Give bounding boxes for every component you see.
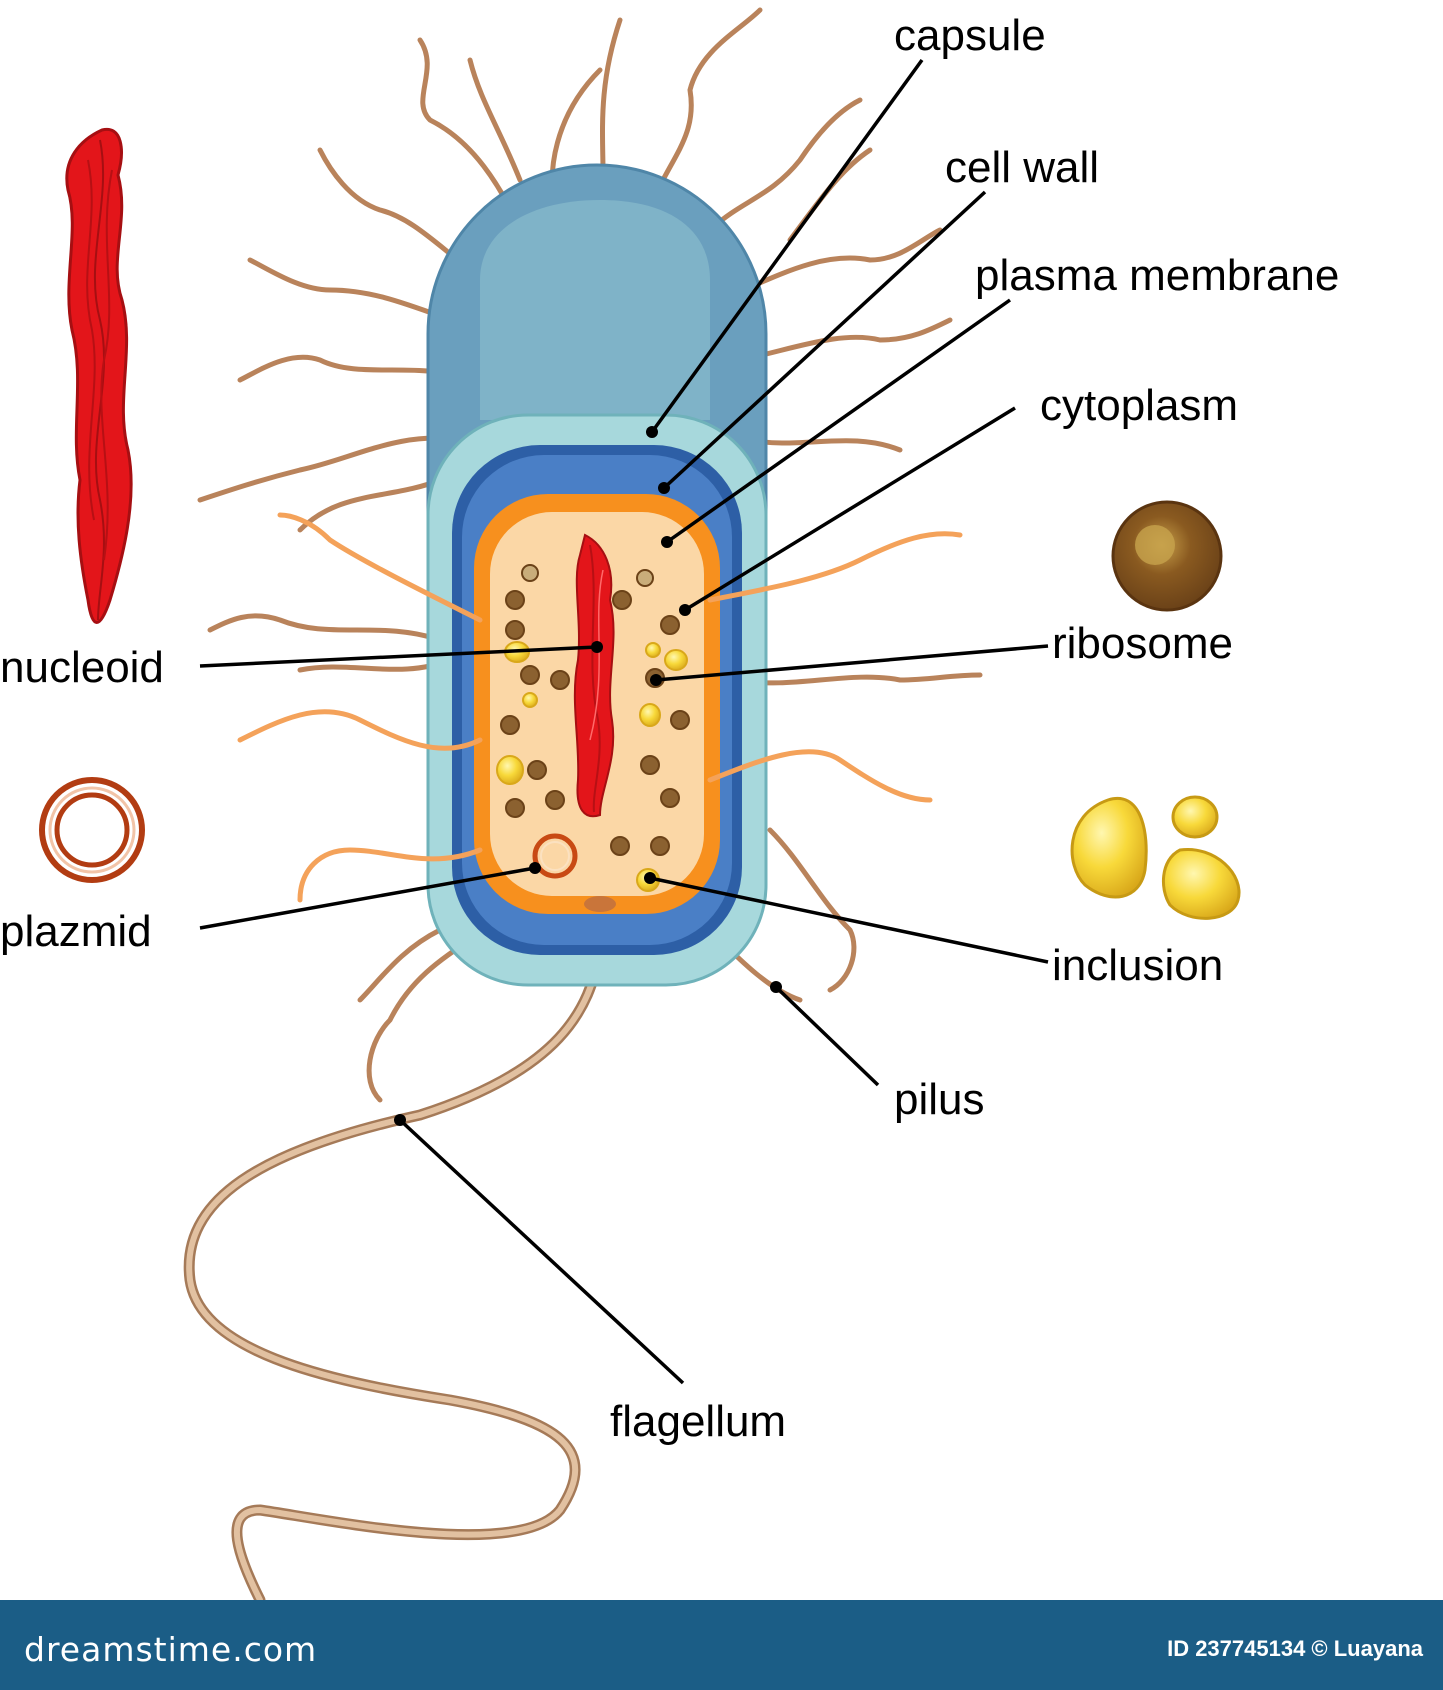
ribosome-icon [1113, 502, 1221, 610]
pilus-strand [740, 675, 980, 683]
label-cell-wall: cell wall [945, 143, 1099, 192]
capsule-highlight [480, 200, 710, 420]
footer-bar: dreamstime.com ID 237745134 © Luayana [0, 1600, 1443, 1690]
label-flagellum: flagellum [610, 1397, 786, 1446]
inclusion-icon [1072, 797, 1239, 918]
pilus-strand [369, 940, 470, 1100]
label-ribosome: ribosome [1052, 619, 1233, 668]
label-plasma-membrane: plasma membrane [975, 251, 1339, 300]
flagellum-leader [400, 1120, 683, 1383]
label-plazmid: plazmid [0, 907, 152, 956]
flagellum [189, 915, 604, 1600]
pilus-strand [740, 320, 950, 360]
pilus-strand [770, 830, 854, 990]
flagellum-base [584, 896, 616, 912]
label-inclusion: inclusion [1052, 941, 1223, 990]
image-credit: ID 237745134 © Luayana [1167, 1636, 1423, 1662]
pilus-strand [200, 438, 460, 500]
brand-logo[interactable]: dreamstime.com [24, 1630, 317, 1669]
nucleoid-icon [67, 129, 131, 622]
nucleoid-inside [575, 535, 614, 816]
label-capsule: capsule [894, 11, 1046, 60]
pilus-strand [360, 930, 440, 1000]
pilus-leader [776, 987, 878, 1085]
label-nucleoid: nucleoid [0, 643, 164, 692]
label-pilus: pilus [894, 1075, 985, 1124]
pilus-strand [210, 616, 440, 640]
pilus-strand [300, 480, 440, 530]
plasmid-icon [42, 780, 142, 880]
label-cytoplasm: cytoplasm [1040, 381, 1238, 430]
pilus-strand [750, 440, 900, 450]
